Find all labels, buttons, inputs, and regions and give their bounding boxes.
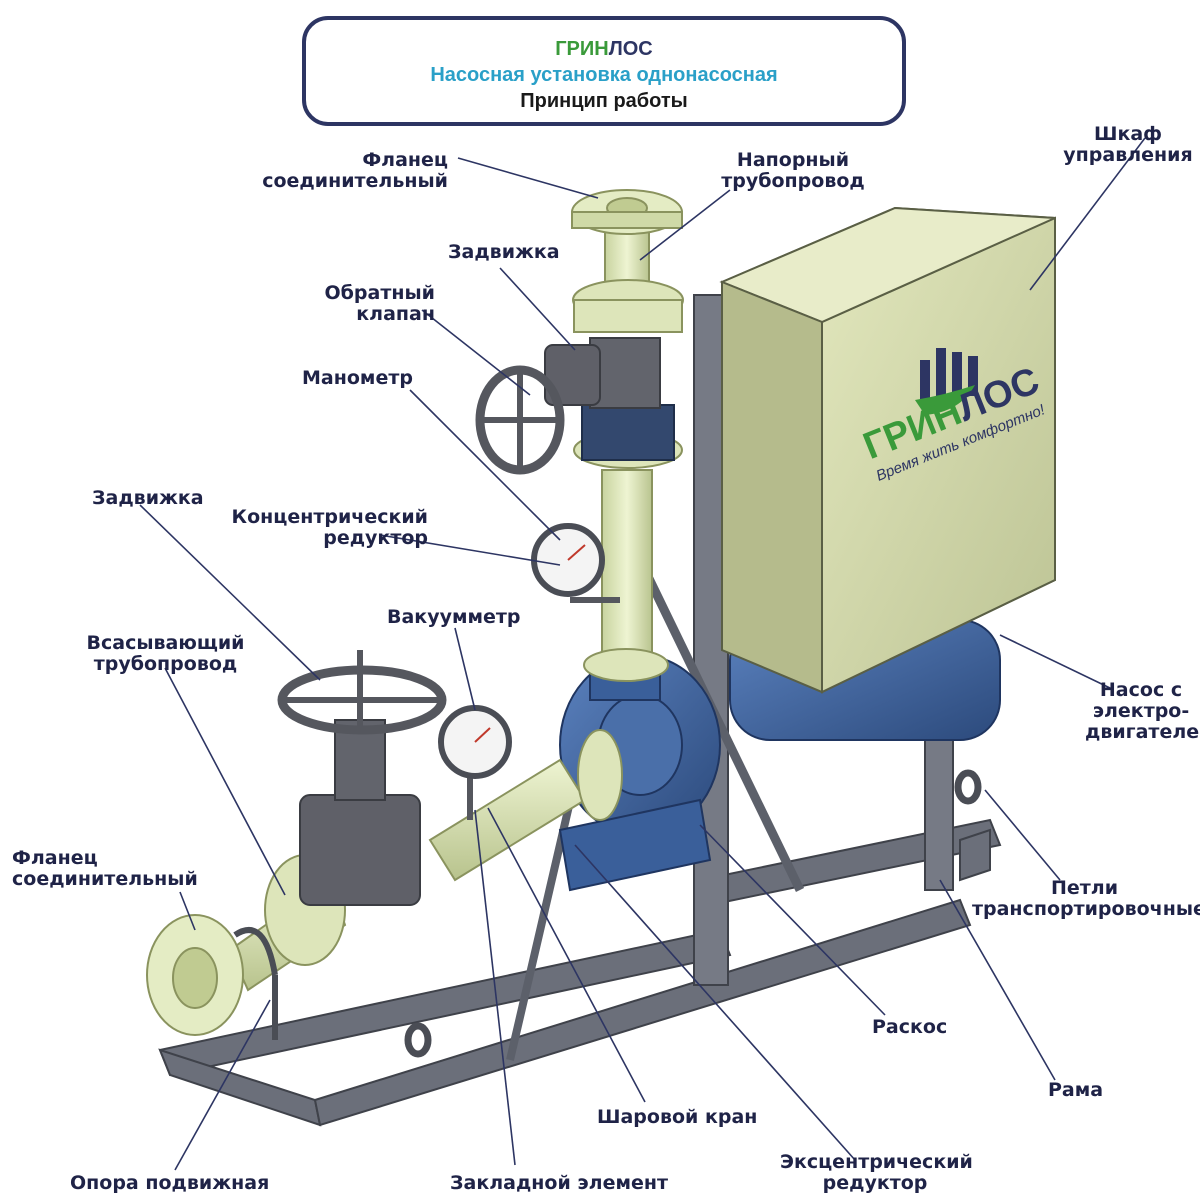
brand-green: ГРИН: [555, 38, 609, 60]
gate-valve-lower: [277, 650, 447, 906]
label-flange-bottom: Фланец соединительный: [12, 847, 198, 890]
label-control-cabinet: Шкаф управления: [1063, 123, 1193, 166]
label-gate-valve-bottom: Задвижка: [92, 487, 204, 509]
label-embedded-element: Закладной элемент: [450, 1172, 669, 1194]
movable-support: [233, 927, 278, 1040]
label-pressure-pipe: Напорный трубопровод: [721, 149, 865, 192]
brace: [635, 558, 805, 892]
bottom-flange: [146, 854, 346, 1036]
leader-lines: [139, 137, 1146, 1171]
label-frame: Рама: [1048, 1079, 1104, 1101]
label-check-valve: Обратный клапан: [324, 282, 435, 325]
label-vacuum-meter: Вакуумметр: [387, 606, 521, 628]
greenlos-logo-icon: [915, 348, 978, 415]
label-ball-valve: Шаровой кран: [597, 1106, 758, 1128]
brand-title: ГРИНЛОС: [306, 36, 902, 62]
label-movable-support: Опора подвижная: [70, 1172, 270, 1194]
diagram-subtitle: Насосная установка однонасосная: [430, 64, 778, 86]
label-pump-motor: Насос с электро- двигателем: [1085, 679, 1200, 743]
label-suction-pipe: Всасывающий трубопровод: [86, 632, 245, 675]
label-gate-valve-top: Задвижка: [448, 241, 560, 263]
label-eccentric-reducer: Эксцентрический редуктор: [780, 1151, 973, 1194]
title-box: ГРИНЛОС Насосная установка однонасосная …: [302, 16, 906, 126]
frame: [158, 818, 1002, 1127]
pressure-pipeline: [601, 224, 653, 671]
label-flange-top: Фланец соединительный: [262, 149, 448, 192]
top-flange: [571, 189, 683, 235]
brand-dark: ЛОС: [608, 38, 653, 60]
control-cabinet: [719, 206, 1056, 694]
label-manometer: Манометр: [302, 367, 413, 389]
transport-loops: [404, 769, 982, 1058]
label-brace: Раскос: [872, 1016, 948, 1038]
label-transport-loops: Петли транспортировочные: [972, 877, 1200, 920]
check-valve: [581, 337, 675, 461]
label-concentric-reducer: Концентрический редуктор: [231, 506, 428, 549]
diagram-caption: Принцип работы: [520, 90, 688, 112]
